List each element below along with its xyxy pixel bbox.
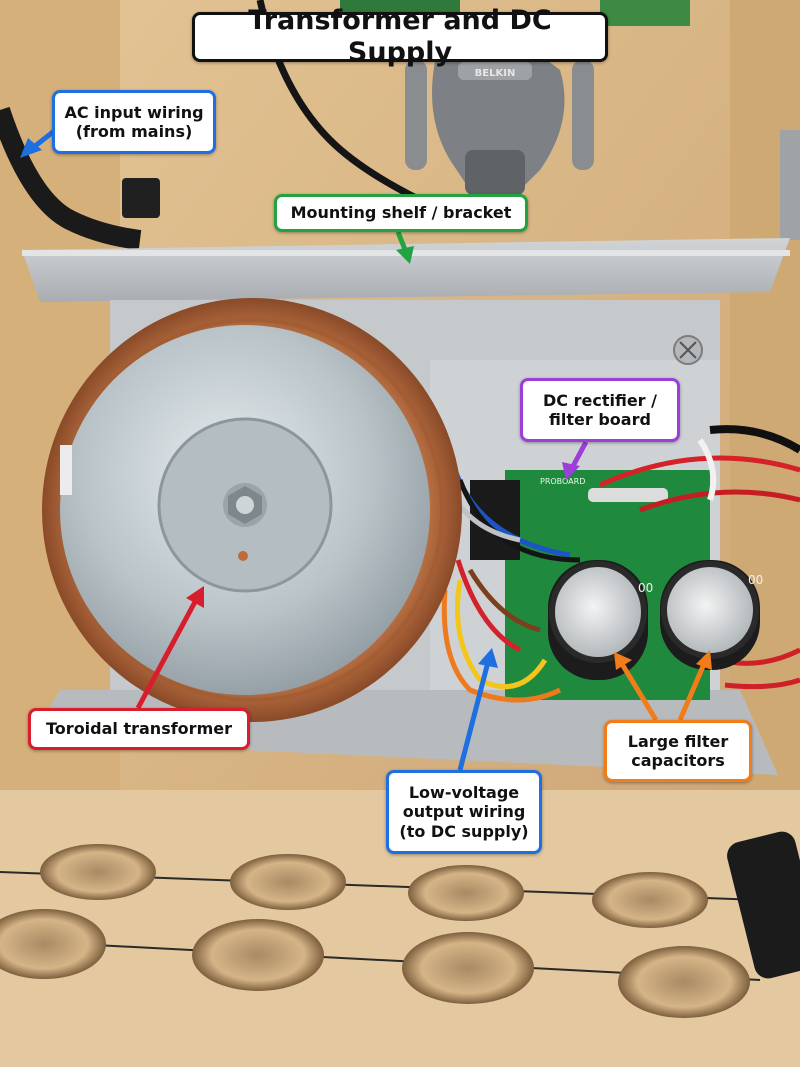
callout-low-voltage-line2: output wiring bbox=[402, 802, 526, 822]
yellow-wire bbox=[455, 579, 548, 690]
callout-capacitors: Large filter capacitors bbox=[604, 720, 752, 782]
callout-low-voltage-line3: (to DC supply) bbox=[399, 821, 529, 841]
callout-rectifier-line2: filter board bbox=[549, 410, 651, 429]
page-title: Transformer and DC Supply bbox=[192, 5, 608, 68]
callout-ac-input-line2: (from mains) bbox=[75, 122, 193, 141]
red-wire-top bbox=[598, 455, 800, 488]
callout-shelf-line1: Mounting shelf / bracket bbox=[290, 203, 512, 223]
brown-wire bbox=[467, 568, 541, 633]
callout-toroid: Toroidal transformer bbox=[28, 708, 250, 750]
arrow-low-voltage bbox=[457, 648, 498, 771]
callout-rectifier-line1: DC rectifier / bbox=[543, 390, 657, 410]
callout-low-voltage-line1: Low-voltage bbox=[408, 783, 520, 803]
red-wire-low-2 bbox=[724, 677, 800, 690]
arrow-rectifier bbox=[562, 440, 589, 480]
callout-shelf: Mounting shelf / bracket bbox=[274, 194, 528, 232]
red-wire-sec bbox=[455, 559, 522, 653]
capacitor-left-top bbox=[549, 561, 647, 663]
arrow-toroid bbox=[135, 586, 204, 710]
vent-hole bbox=[402, 932, 534, 1004]
page-title-text: Transformer and DC Supply bbox=[248, 4, 552, 68]
callout-capacitors-line1: Large filter bbox=[627, 731, 729, 751]
black-wire bbox=[457, 479, 581, 563]
vent-hole bbox=[592, 872, 708, 928]
vent-hole bbox=[40, 844, 156, 900]
vent-hole bbox=[230, 854, 346, 910]
transformer-rivet bbox=[238, 551, 248, 561]
orange-wire bbox=[441, 589, 562, 703]
vent-hole bbox=[192, 919, 324, 991]
thumbscrew-left bbox=[405, 60, 427, 170]
top-pcb-right bbox=[600, 0, 690, 26]
vent-hole bbox=[618, 946, 750, 1018]
black-knob-corner bbox=[727, 831, 800, 979]
callout-ac-input-line1: AC input wiring bbox=[64, 102, 204, 122]
capacitor-right-marking: 00 bbox=[748, 573, 763, 587]
callout-capacitors-line2: capacitors bbox=[631, 751, 725, 770]
capacitor-left-marking: 00 bbox=[638, 581, 653, 595]
cable-clip bbox=[122, 178, 160, 218]
ac-input-cable bbox=[0, 106, 142, 250]
vent-hole bbox=[0, 909, 106, 979]
cabinet-right-wall bbox=[730, 0, 800, 800]
belkin-strip bbox=[458, 62, 532, 80]
belkin-logo: BELKIN bbox=[475, 68, 516, 79]
board-silkscreen: PROBOARD bbox=[540, 477, 585, 486]
callout-ac-input: AC input wiring (from mains) bbox=[52, 90, 216, 154]
arrow-shelf bbox=[395, 231, 414, 264]
arrow-cap-right bbox=[677, 650, 712, 721]
white-wire bbox=[697, 438, 717, 501]
callout-rectifier: DC rectifier / filter board bbox=[520, 378, 680, 442]
db-connector-body bbox=[465, 150, 525, 195]
transformer-bolt bbox=[236, 496, 254, 514]
transformer-sticker bbox=[60, 445, 72, 495]
red-wire-2 bbox=[639, 489, 800, 513]
capacitor-right-top bbox=[661, 561, 759, 659]
board-fuse bbox=[588, 488, 668, 502]
right-wall-bracket bbox=[780, 130, 800, 240]
vent-hole bbox=[408, 865, 524, 921]
callout-low-voltage: Low-voltage output wiring (to DC supply) bbox=[386, 770, 542, 854]
callout-toroid-line1: Toroidal transformer bbox=[46, 719, 232, 739]
arrow-cap-left bbox=[614, 652, 659, 722]
thumbscrew-right bbox=[572, 60, 594, 170]
black-wire-right bbox=[709, 425, 800, 454]
